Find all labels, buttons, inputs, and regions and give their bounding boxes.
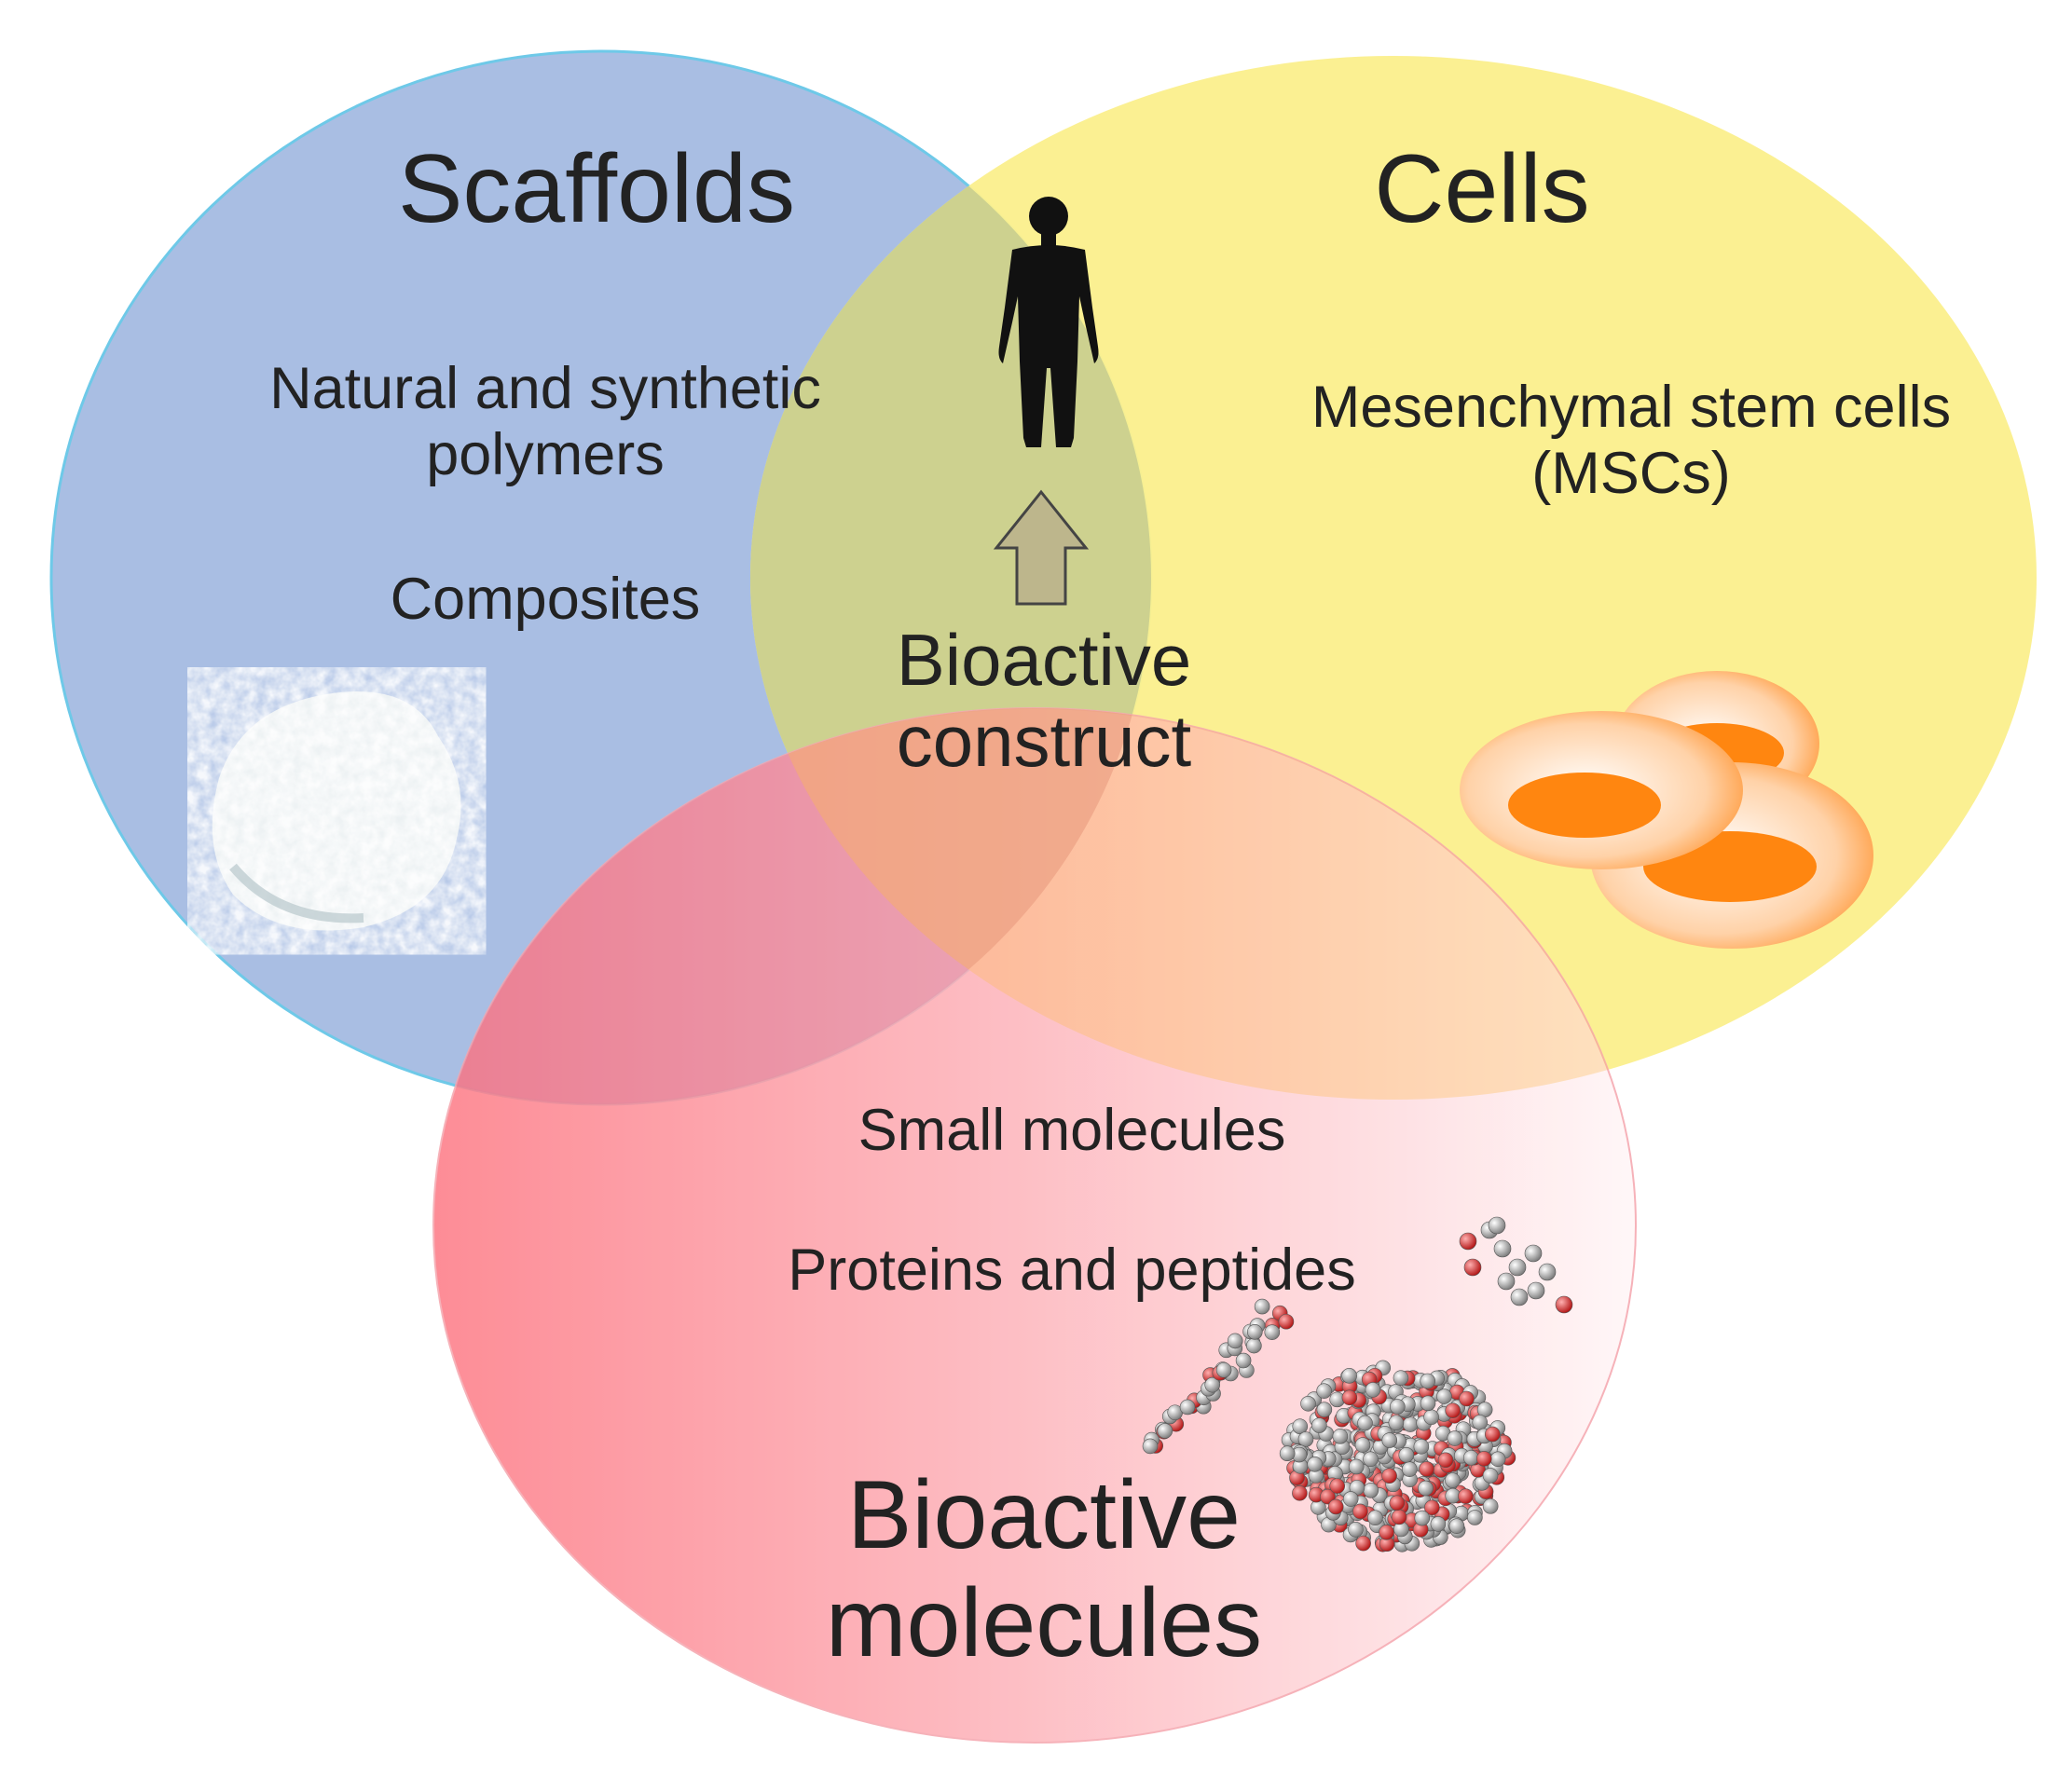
cells-msc-line1: Mesenchymal stem cells — [1310, 375, 1952, 440]
cells-title: Cells — [1374, 135, 1590, 243]
cells-msc-line2: (MSCs) — [1531, 440, 1731, 506]
protein-molecule-icon — [1279, 1360, 1516, 1552]
molecules-title: Bioactive molecules — [764, 1461, 1324, 1678]
stem-cell-icon — [1460, 671, 1873, 949]
molecules-title-line1: Bioactive — [847, 1461, 1241, 1569]
small-molecule-icon — [1459, 1216, 1573, 1314]
molecules-small-label: Small molecules — [858, 1098, 1286, 1163]
scaffolds-composites-label: Composites — [390, 567, 701, 632]
up-arrow-icon — [993, 489, 1090, 606]
cells-molecules-overlap — [750, 708, 1636, 1100]
scaffold-powder-image — [212, 691, 461, 931]
peptide-chain-icon — [1142, 1298, 1295, 1455]
molecules-proteins-label: Proteins and peptides — [788, 1238, 1356, 1303]
cells-msc-label: Mesenchymal stem cells (MSCs) — [1286, 375, 1976, 506]
center-line2: construct — [896, 700, 1192, 783]
scaffolds-molecules-overlap — [433, 708, 1151, 1104]
human-silhouette-icon — [998, 197, 1099, 447]
scaffolds-polymers-line1: Natural and synthetic — [269, 356, 821, 421]
center-line1: Bioactive — [896, 619, 1192, 701]
scaffolds-polymers-label: Natural and synthetic polymers — [233, 356, 858, 487]
scaffolds-title: Scaffolds — [398, 135, 795, 243]
center-label: Bioactive construct — [848, 619, 1240, 783]
molecules-title-line2: molecules — [825, 1569, 1263, 1678]
scaffolds-polymers-line2: polymers — [426, 421, 665, 487]
